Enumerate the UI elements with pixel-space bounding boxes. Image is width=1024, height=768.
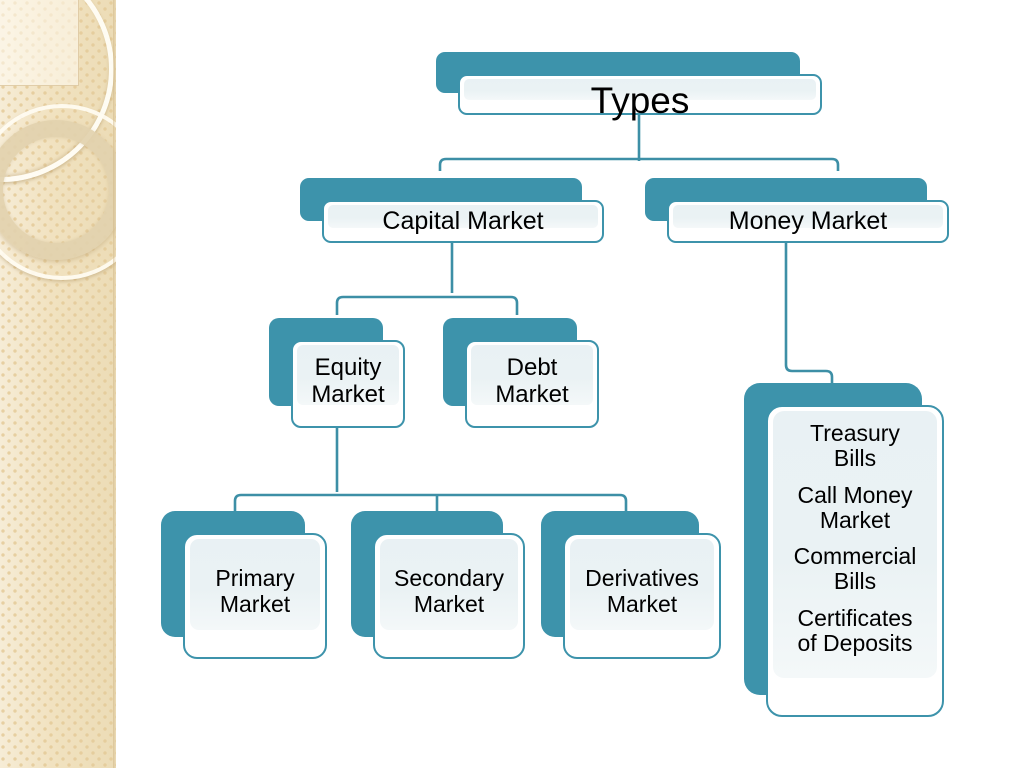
node-label: Secondary Market xyxy=(394,565,504,617)
connector-capital-branch xyxy=(335,295,519,315)
list-item: Commercial Bills xyxy=(793,543,917,595)
node-card: Derivatives Market xyxy=(563,533,721,659)
node-debt-market[interactable]: Debt Market xyxy=(443,318,599,428)
node-money-market[interactable]: Money Market xyxy=(645,178,949,243)
band-edge xyxy=(113,0,116,768)
node-card: Secondary Market xyxy=(373,533,525,659)
node-label: Equity Market xyxy=(311,354,385,408)
node-inner-fill xyxy=(190,539,320,631)
node-card: Types xyxy=(458,74,822,121)
instrument-list: Treasury Bills Call Money Market Commerc… xyxy=(768,407,942,656)
connector-equity-branch xyxy=(233,493,628,511)
node-inner-fill xyxy=(570,539,714,631)
list-item: Certificates of Deposits xyxy=(797,604,913,657)
node-inner-fill xyxy=(464,79,816,100)
node-card: Money Market xyxy=(667,200,949,243)
node-derivatives-market[interactable]: Derivatives Market xyxy=(541,511,721,659)
node-inner-fill xyxy=(328,205,598,228)
connector-money-to-instruments xyxy=(784,243,834,387)
node-label: Money Market xyxy=(728,207,888,235)
node-money-market-instruments[interactable]: Treasury Bills Call Money Market Commerc… xyxy=(744,383,944,717)
node-inner-fill xyxy=(297,345,399,405)
node-inner-fill xyxy=(773,411,937,679)
node-inner-fill xyxy=(471,345,593,405)
node-inner-fill xyxy=(380,539,518,631)
node-primary-market[interactable]: Primary Market xyxy=(161,511,327,659)
node-secondary-market[interactable]: Secondary Market xyxy=(351,511,525,659)
node-label: Debt Market xyxy=(495,354,569,408)
node-capital-market[interactable]: Capital Market xyxy=(300,178,604,243)
node-card: Treasury Bills Call Money Market Commerc… xyxy=(766,405,944,717)
decorative-border-band xyxy=(0,0,116,768)
node-card: Equity Market xyxy=(291,340,405,428)
node-equity-market[interactable]: Equity Market xyxy=(269,318,405,428)
node-card: Debt Market xyxy=(465,340,599,428)
node-card: Capital Market xyxy=(322,200,604,243)
inner-thin-ring-icon xyxy=(0,104,116,280)
connector-types-branch xyxy=(438,157,840,171)
list-item: Call Money Market xyxy=(797,481,913,533)
node-label: Derivatives Market xyxy=(585,565,699,617)
node-label: Types xyxy=(590,80,690,121)
node-types[interactable]: Types xyxy=(436,52,822,121)
node-inner-fill xyxy=(673,205,943,228)
list-item: Treasury Bills xyxy=(810,420,900,472)
node-label: Capital Market xyxy=(382,207,544,235)
node-card: Primary Market xyxy=(183,533,327,659)
node-label: Primary Market xyxy=(215,565,295,617)
